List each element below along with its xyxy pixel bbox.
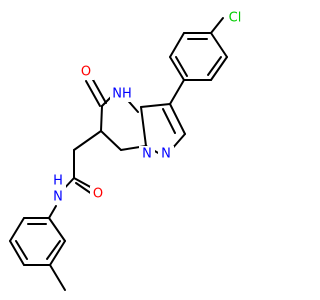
atom-label-cl: Cl <box>229 11 242 26</box>
bond <box>91 77 107 104</box>
bond <box>49 264 66 291</box>
bond <box>169 56 185 81</box>
atom-label-h: H <box>53 174 63 189</box>
atom-label-n: N <box>53 190 63 205</box>
bond <box>48 205 57 219</box>
atom-label-o: O <box>93 187 103 202</box>
bond <box>75 182 93 195</box>
bond <box>140 106 147 147</box>
amide-hydrogen: H <box>50 173 66 189</box>
bond <box>175 56 188 77</box>
bond <box>73 130 102 151</box>
carbonyl-oxygen-ring: O <box>78 64 94 80</box>
bond <box>49 240 66 266</box>
bond <box>210 17 224 34</box>
bond <box>169 103 186 135</box>
bond <box>48 217 66 242</box>
bond <box>100 130 122 151</box>
bond <box>15 240 28 260</box>
bond <box>210 56 228 81</box>
bond <box>85 80 101 107</box>
amide-nh-ring: NH <box>110 86 134 102</box>
molecule-structure: Cl NH O N N N H O <box>9 10 245 291</box>
bond <box>140 103 171 108</box>
amide-nitrogen: N <box>50 189 66 205</box>
chlorine-atom: Cl <box>225 10 245 26</box>
ring-nitrogen-pyrazole: N <box>158 146 174 162</box>
bond <box>9 217 25 242</box>
bond <box>46 240 61 260</box>
bond <box>9 240 25 266</box>
bond <box>169 32 185 58</box>
atom-label-o: O <box>81 65 91 80</box>
ring-nitrogen-bridge: N <box>139 146 155 162</box>
bond <box>169 79 185 105</box>
atom-labels: Cl NH O N N N H O <box>50 10 245 205</box>
atom-label-nh: NH <box>112 87 132 102</box>
bond <box>207 56 222 76</box>
atom-label-n: N <box>161 147 171 162</box>
bond <box>162 108 176 134</box>
amide-oxygen: O <box>90 186 106 202</box>
atom-label-n: N <box>142 147 152 162</box>
bond <box>100 105 103 132</box>
bond <box>210 32 228 58</box>
bonds <box>9 17 228 291</box>
